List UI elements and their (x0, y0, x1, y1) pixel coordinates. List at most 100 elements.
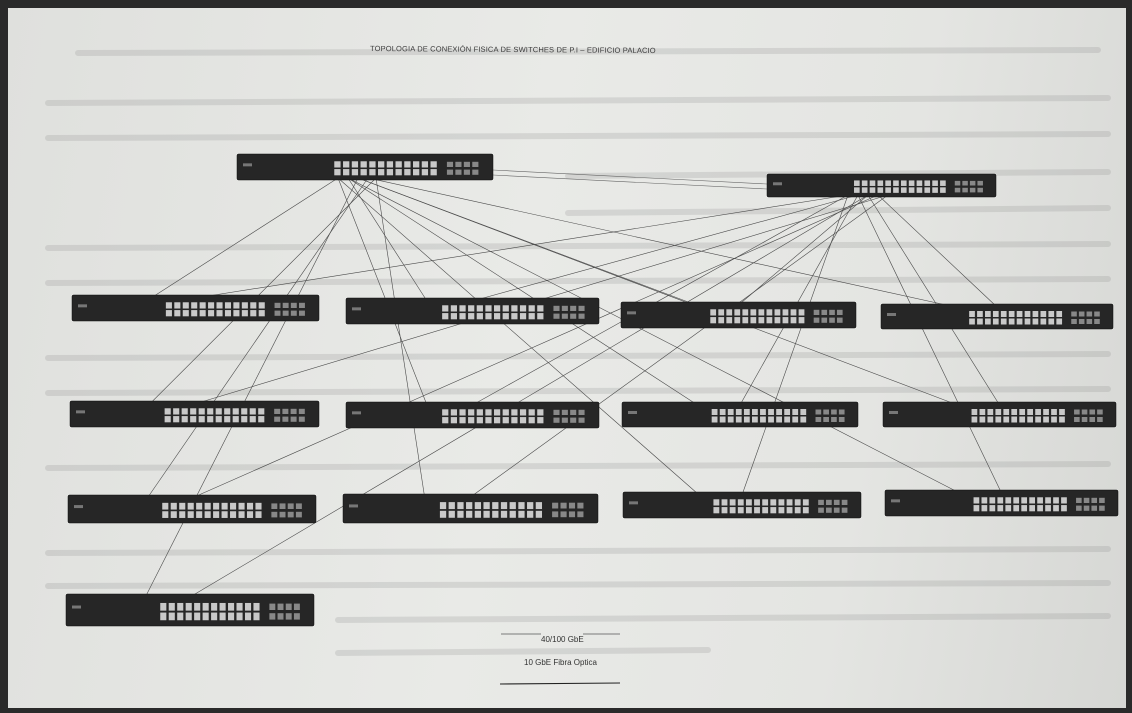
ethernet-port-icon (802, 507, 809, 514)
ethernet-port-icon (768, 409, 774, 415)
ethernet-port-icon (187, 511, 194, 518)
ethernet-port-icon (511, 417, 518, 424)
sfp-port-icon (962, 187, 968, 193)
ethernet-port-icon (174, 302, 181, 309)
ethernet-port-icon (483, 502, 490, 510)
sfp-port-icon (815, 417, 822, 422)
ethernet-port-icon (1005, 497, 1012, 504)
uplink-line (357, 177, 958, 406)
ethernet-port-icon (442, 313, 449, 320)
ethernet-port-icon (989, 505, 996, 512)
ethernet-port-icon (476, 313, 483, 320)
ethernet-port-icon (721, 507, 728, 514)
ethernet-port-icon (969, 318, 975, 325)
sfp-port-icon (977, 187, 983, 193)
dell-logo-icon (349, 504, 358, 508)
sfp-port-icon (577, 511, 584, 518)
ethernet-port-icon (987, 416, 994, 423)
sfp-port-icon (271, 503, 278, 509)
ethernet-port-icon (241, 310, 248, 317)
ethernet-port-icon (760, 409, 766, 415)
sfp-port-icon (568, 511, 576, 518)
sfp-port-icon (823, 417, 829, 422)
sfp-port-icon (826, 499, 832, 505)
sfp-port-icon (1094, 311, 1100, 317)
ethernet-port-icon (468, 409, 475, 416)
sfp-port-icon (818, 507, 824, 513)
sfp-port-icon (1091, 505, 1098, 511)
sfp-port-icon (1078, 319, 1085, 324)
ethernet-port-icon (360, 161, 367, 168)
ethernet-port-icon (766, 309, 773, 316)
links-layer (145, 169, 1002, 598)
ethernet-port-icon (369, 161, 376, 168)
ethernet-port-icon (459, 305, 466, 312)
ethernet-port-icon (726, 309, 733, 316)
dell-logo-icon (627, 311, 636, 315)
ethernet-port-icon (494, 305, 501, 312)
ethernet-port-icon (1045, 505, 1051, 512)
ethernet-port-icon (194, 612, 201, 621)
ethernet-port-icon (343, 169, 350, 176)
ethernet-port-icon (518, 502, 525, 510)
ethernet-port-icon (528, 409, 535, 416)
sfp-port-icon (298, 408, 305, 414)
network-topology-diagram (65, 153, 1119, 685)
ethernet-port-icon (198, 416, 205, 423)
sfp-port-icon (578, 305, 585, 311)
ethernet-port-icon (459, 313, 466, 320)
ethernet-port-icon (351, 161, 359, 168)
ethernet-port-icon (1021, 497, 1028, 504)
sfp-port-icon (274, 302, 281, 308)
ethernet-port-icon (258, 310, 265, 317)
uplink-line (741, 194, 849, 496)
sfp-port-icon (833, 499, 840, 505)
ethernet-port-icon (404, 169, 411, 176)
sfp-port-icon (560, 511, 567, 518)
ethernet-port-icon (1024, 311, 1031, 317)
ethernet-port-icon (334, 161, 341, 168)
ethernet-port-icon (233, 302, 240, 309)
sfp-port-icon (282, 310, 289, 316)
ethernet-port-icon (790, 317, 797, 324)
ethernet-port-icon (1035, 416, 1041, 423)
ethernet-port-icon (1029, 505, 1035, 512)
ethernet-port-icon (1053, 497, 1059, 504)
dell-logo-icon (76, 410, 85, 414)
access-switch (884, 489, 1119, 517)
ethernet-port-icon (202, 612, 209, 621)
uplink-line (195, 194, 849, 299)
ethernet-port-icon (450, 409, 458, 416)
sfp-port-icon (578, 313, 585, 319)
ethernet-port-icon (494, 417, 501, 424)
ethernet-port-icon (442, 409, 449, 416)
ethernet-port-icon (249, 416, 256, 423)
ethernet-port-icon (450, 305, 458, 312)
sfp-port-icon (561, 409, 568, 415)
ethernet-port-icon (776, 409, 782, 415)
sfp-port-icon (446, 161, 454, 167)
ethernet-port-icon (527, 510, 534, 518)
ethernet-port-icon (160, 602, 167, 611)
ethernet-port-icon (250, 310, 257, 317)
ethernet-port-icon (224, 310, 232, 317)
ethernet-port-icon (246, 511, 254, 518)
ethernet-port-icon (940, 180, 946, 186)
ethernet-port-icon (1043, 416, 1049, 423)
sfp-port-icon (293, 613, 300, 620)
ethernet-port-icon (981, 497, 988, 504)
ethernet-port-icon (334, 169, 341, 176)
sfp-port-icon (813, 317, 820, 323)
ethernet-port-icon (985, 311, 991, 317)
ethernet-port-icon (519, 417, 527, 424)
sfp-port-icon (841, 507, 848, 513)
ethernet-port-icon (535, 510, 543, 518)
ethernet-port-icon (861, 187, 868, 193)
ethernet-port-icon (421, 169, 429, 176)
sfp-port-icon (570, 313, 577, 319)
sfp-port-icon (1078, 311, 1085, 317)
document-page: TOPOLOGIA DE CONEXIÓN FISICA DE SWITCHES… (8, 8, 1126, 708)
ethernet-port-icon (985, 318, 991, 325)
dell-logo-icon (891, 499, 900, 503)
ethernet-port-icon (528, 305, 535, 312)
